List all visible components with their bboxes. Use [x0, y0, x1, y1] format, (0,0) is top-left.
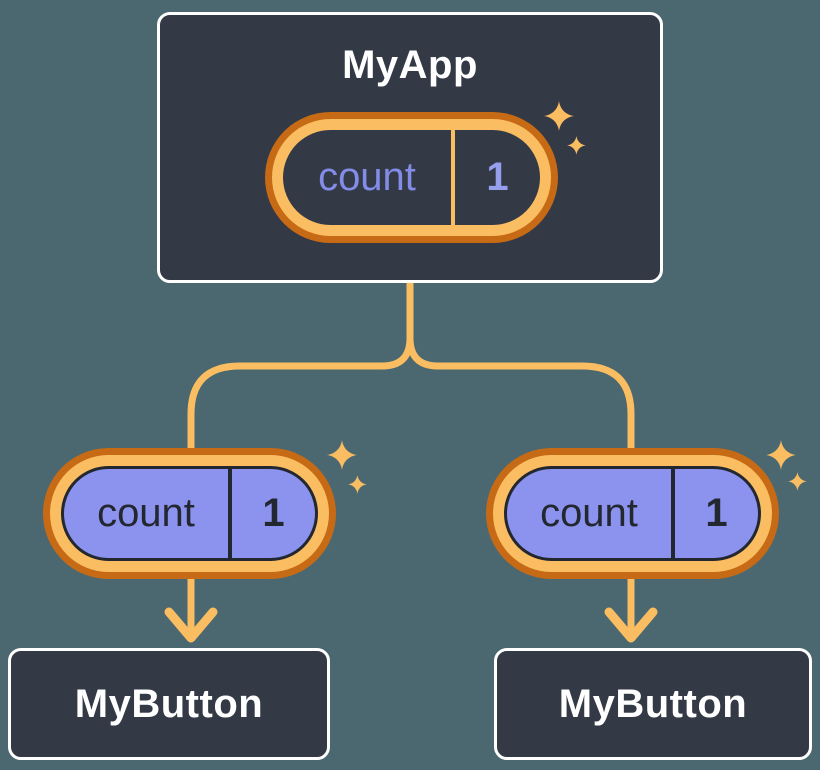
prop-pill-left: count 1 [43, 448, 336, 579]
arrow-down-icon [164, 607, 218, 643]
prop-name: count [97, 491, 195, 535]
state-name: count [318, 155, 416, 199]
connector-right-branch [406, 280, 635, 640]
sparkle-icon [766, 440, 807, 491]
prop-pill-body: count 1 [61, 466, 318, 561]
sparkle-icon [327, 440, 367, 494]
prop-name: count [540, 491, 638, 535]
sparkle-icon [544, 101, 586, 155]
state-pill-root: count 1 [265, 112, 558, 243]
component-title: MyButton [74, 681, 264, 726]
component-node-mybutton-left: MyButton [8, 648, 330, 760]
prop-pill-right: count 1 [486, 448, 779, 579]
prop-pill-ring: count 1 [493, 455, 772, 572]
prop-pill-ring: count 1 [50, 455, 329, 572]
connector-left-branch [187, 280, 414, 640]
component-title: MyApp [342, 43, 478, 87]
component-node-mybutton-right: MyButton [494, 648, 812, 760]
pill-divider [228, 469, 232, 558]
prop-pill-body: count 1 [504, 466, 761, 561]
pill-divider [671, 469, 675, 558]
state-value: 1 [486, 155, 509, 199]
state-pill-body: count 1 [283, 130, 540, 225]
arrow-down-icon [604, 607, 658, 643]
prop-value: 1 [262, 491, 285, 535]
state-pill-ring: count 1 [272, 119, 551, 236]
prop-value: 1 [705, 491, 728, 535]
pill-divider [451, 130, 455, 225]
component-title: MyButton [558, 681, 748, 726]
